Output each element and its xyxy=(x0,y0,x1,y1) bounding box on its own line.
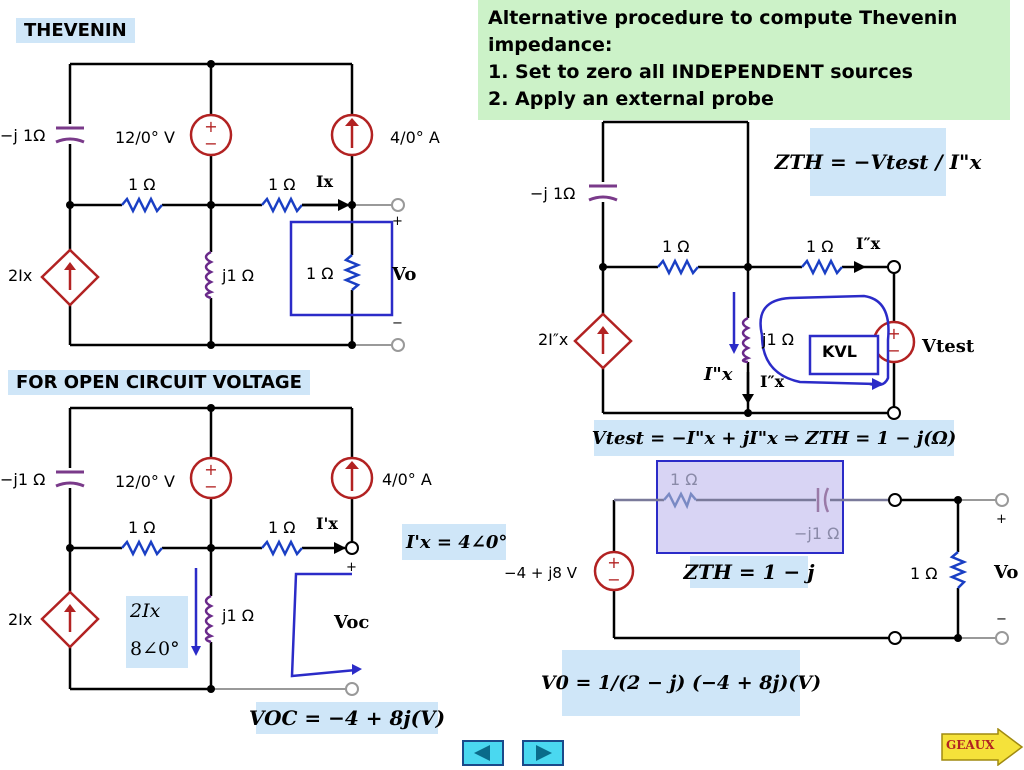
svg-text:+: + xyxy=(204,460,217,479)
c1-minus: − xyxy=(392,316,403,331)
voc-equation: VOC = −4 + 8j(V) xyxy=(249,702,445,734)
c1-vo-label: Vo xyxy=(392,264,417,285)
circuit-2: + − xyxy=(40,404,374,696)
c3-ix-label: I″x xyxy=(856,234,881,253)
svg-text:−: − xyxy=(204,477,217,496)
geaux-button[interactable]: GEAUX xyxy=(940,727,1024,770)
note-line-3: 1. Set to zero all INDEPENDENT sources xyxy=(488,61,913,83)
thevenin-tag: THEVENIN xyxy=(16,18,135,43)
c3-ixdown-label: I″x xyxy=(760,372,785,391)
c1-vsrc-label: 12/0° V xyxy=(115,128,175,147)
inductor-1 xyxy=(204,250,215,300)
c4-cap-label: −j1 Ω xyxy=(794,524,840,543)
c2-dep-label: 2Ix xyxy=(8,610,33,629)
c2-cap-label: −j1 Ω xyxy=(0,470,46,489)
c2-ix-label: I'x xyxy=(316,514,338,533)
c3-dep-label: 2I″x xyxy=(538,330,569,349)
c2-r2-label: 1 Ω xyxy=(268,518,296,537)
left-arrow-icon xyxy=(474,745,490,761)
circuit-4: + − xyxy=(593,487,1009,645)
voltage-source-1 xyxy=(189,113,233,157)
c1-ix-label: Ix xyxy=(316,172,334,191)
c1-isrc-label: 4/0° A xyxy=(390,128,440,147)
previous-slide-button[interactable] xyxy=(462,740,504,766)
geaux-label: GEAUX xyxy=(946,738,995,752)
c3-r2-label: 1 Ω xyxy=(806,237,834,256)
right-arrow-icon xyxy=(536,745,552,761)
note-line-4: 2. Apply an external probe xyxy=(488,88,774,110)
v0-equation: V0 = 1/(2 − j) (−4 + 8j)(V) xyxy=(541,650,821,716)
c3-cap-label: −j 1Ω xyxy=(530,184,576,203)
ix-prime-equation: I'x = 4∠0° xyxy=(402,524,506,560)
zth-definition-equation: ZTH = −Vtest / I"x xyxy=(775,128,981,196)
c2-ann-2ix: 2Ix xyxy=(130,600,161,622)
c2-ann-8: 8∠0° xyxy=(130,638,180,660)
c4-vsrc-label: −4 + j8 V xyxy=(504,564,577,582)
capacitor-1 xyxy=(55,126,85,144)
c3-ind-label: j1 Ω xyxy=(762,330,794,349)
c1-r1-label: 1 Ω xyxy=(128,175,156,194)
c4-minus: − xyxy=(996,612,1007,627)
c2-ind-label: j1 Ω xyxy=(222,606,254,625)
procedure-note: Alternative procedure to compute Theveni… xyxy=(478,0,1010,120)
c4-rload-label: 1 Ω xyxy=(910,564,938,583)
open-circuit-tag: FOR OPEN CIRCUIT VOLTAGE xyxy=(8,370,310,395)
c2-r1-label: 1 Ω xyxy=(128,518,156,537)
c2-plus: + xyxy=(346,560,357,575)
c1-plus: + xyxy=(392,214,403,229)
note-line-1: Alternative procedure to compute Theveni… xyxy=(488,7,958,29)
c3-vtest-label: Vtest xyxy=(922,336,975,357)
c3-ixloop-label: I"x xyxy=(704,364,733,385)
c1-cap-label: −j 1Ω xyxy=(0,126,46,145)
circuit-1: + − xyxy=(40,60,405,352)
vtest-equation: Vtest = −I"x + jI"x ⇒ ZTH = 1 − j(Ω) xyxy=(592,420,956,456)
c4-r-label: 1 Ω xyxy=(670,470,698,489)
svg-text:−: − xyxy=(887,341,900,360)
c1-dep-label: 2Ix xyxy=(8,266,33,285)
c3-r1-label: 1 Ω xyxy=(662,237,690,256)
c3-kvl-label: KVL xyxy=(822,342,857,361)
c4-vo-label: Vo xyxy=(994,562,1019,583)
svg-text:−: − xyxy=(204,134,217,153)
c1-r2-label: 1 Ω xyxy=(268,175,296,194)
svg-text:+: + xyxy=(607,553,620,572)
c1-rload-label: 1 Ω xyxy=(306,264,334,283)
c1-ind-label: j1 Ω xyxy=(222,266,254,285)
svg-text:+: + xyxy=(887,324,900,343)
svg-text:−: − xyxy=(607,570,620,589)
c2-isrc-label: 4/0° A xyxy=(382,470,432,489)
circuit-3: + − xyxy=(573,120,916,420)
c4-plus: + xyxy=(996,512,1007,527)
svg-text:+: + xyxy=(204,117,217,136)
c2-vsrc-label: 12/0° V xyxy=(115,472,175,491)
zth-result-equation: ZTH = 1 − j xyxy=(684,556,814,588)
c2-voc-label: Voc xyxy=(334,612,370,633)
geaux-arrow-icon xyxy=(941,727,1024,767)
next-slide-button[interactable] xyxy=(522,740,564,766)
note-line-2: impedance: xyxy=(488,34,613,56)
c2-annotation-box xyxy=(126,596,188,668)
